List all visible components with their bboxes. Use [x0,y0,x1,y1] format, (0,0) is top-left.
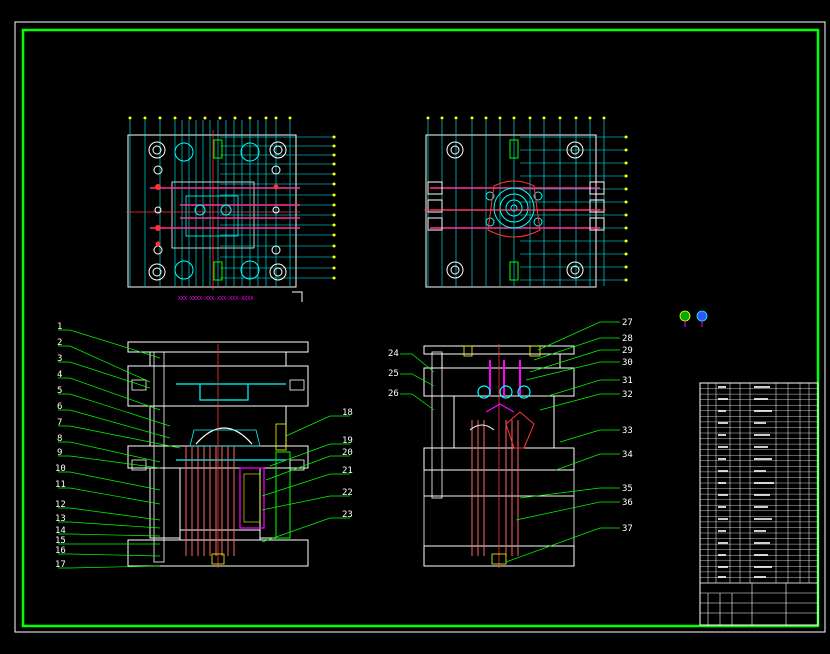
balloon-19: 19 [342,436,353,446]
balloon-7: 7 [57,418,62,428]
top-right-plan-view [424,116,628,288]
balloon-25: 25 [388,369,399,379]
left-section-view [58,329,350,569]
balloon-5: 5 [57,386,62,396]
balloon-30: 30 [622,358,633,368]
balloon-23: 23 [342,510,353,520]
balloon-17: 17 [55,560,66,570]
balloon-16: 16 [55,546,66,556]
balloon-27: 27 [622,318,633,328]
floating-symbols [679,310,708,327]
left-balloon-labels: 1 2 3 4 5 6 7 8 9 10 11 12 13 14 15 16 1… [55,322,353,570]
balloon-28: 28 [622,334,633,344]
balloon-22: 22 [342,488,353,498]
balloon-10: 10 [55,464,66,474]
title-block [699,382,819,626]
drawing-frame [21,28,820,628]
balloon-24: 24 [388,349,399,359]
balloon-35: 35 [622,484,633,494]
top-left-view-caption: XXX-XXXX-XXX-XXX-XXX-XXXX [178,296,253,302]
balloon-20: 20 [342,448,353,458]
balloon-36: 36 [622,498,633,508]
balloon-34: 34 [622,450,633,460]
balloon-37: 37 [622,524,633,534]
balloon-4: 4 [57,370,62,380]
balloon-2: 2 [57,338,62,348]
balloon-9: 9 [57,448,62,458]
balloon-21: 21 [342,466,353,476]
balloon-15: 15 [55,536,66,546]
balloon-33: 33 [622,426,633,436]
balloon-26: 26 [388,389,399,399]
balloon-13: 13 [55,514,66,524]
balloon-29: 29 [622,346,633,356]
outer-sheet-border [14,21,826,633]
balloon-11: 11 [55,480,66,490]
balloon-32: 32 [622,390,633,400]
right-section-view [400,321,620,568]
balloon-12: 12 [55,500,66,510]
right-balloon-labels: 24 25 26 27 28 29 30 31 32 33 34 35 36 3… [388,318,633,534]
balloon-18: 18 [342,408,353,418]
balloon-6: 6 [57,402,62,412]
balloon-8: 8 [57,434,62,444]
balloon-14: 14 [55,526,66,536]
balloon-31: 31 [622,376,633,386]
balloon-3: 3 [57,354,62,364]
balloon-1: 1 [57,322,62,332]
top-left-plan-view: XXX-XXXX-XXX-XXX-XXX-XXXX [126,116,336,302]
